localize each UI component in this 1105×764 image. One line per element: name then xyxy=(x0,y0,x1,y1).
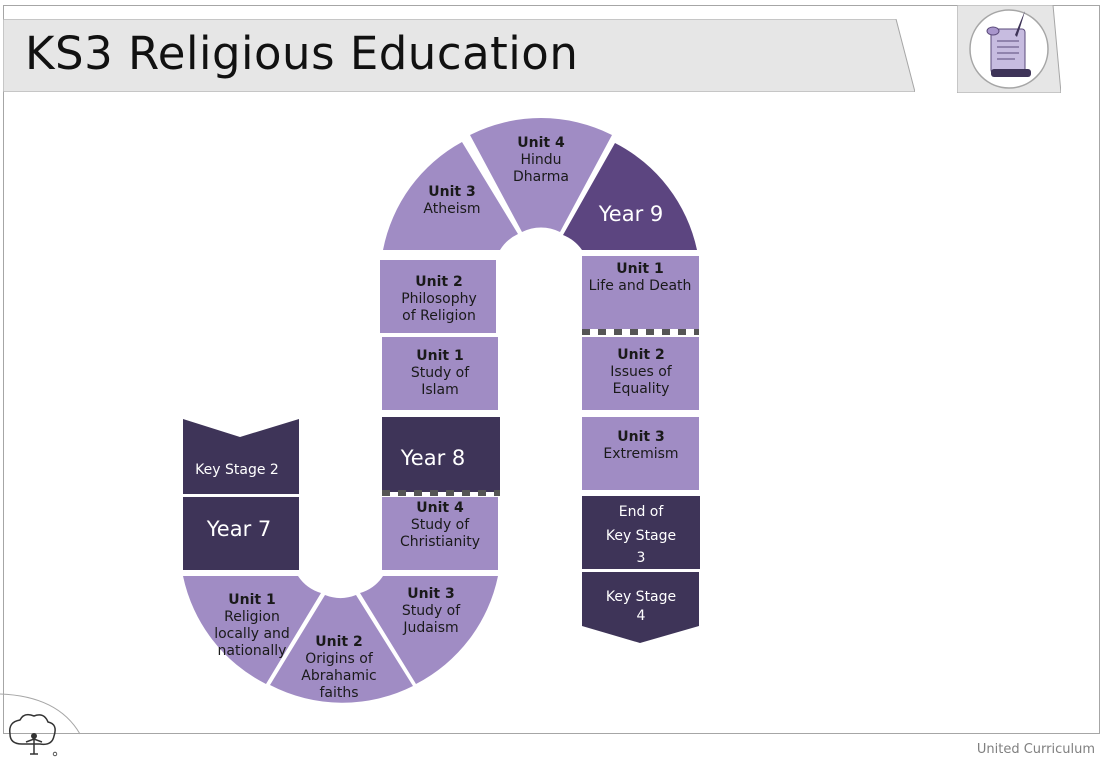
y7u4-line: Study of xyxy=(411,517,470,533)
y8u1-box xyxy=(382,337,498,410)
y8u2-unit: Unit 2 xyxy=(415,274,462,290)
y9u3-line: Extremism xyxy=(603,446,678,462)
eks3-line: Key Stage xyxy=(606,528,676,544)
footer-label: United Curriculum xyxy=(976,742,1095,757)
y7u2-line: Origins of xyxy=(305,651,374,667)
y7u3-line: Judaism xyxy=(402,620,458,636)
y7u4-unit: Unit 4 xyxy=(416,500,464,516)
ks4-line: Key Stage xyxy=(606,589,676,605)
y7u3-segment xyxy=(360,576,498,684)
page-frame xyxy=(3,5,1100,734)
y7u1-unit: Unit 1 xyxy=(228,592,275,608)
y8u3-line: Atheism xyxy=(423,201,480,217)
year7-box xyxy=(183,497,299,570)
y8u1-line: Study of xyxy=(411,365,470,381)
y7u3-unit: Unit 3 xyxy=(407,586,454,602)
eks3-line: End of xyxy=(619,504,665,520)
ks2-label: Key Stage 2 xyxy=(195,462,279,478)
y7u2-line: Abrahamic xyxy=(301,668,376,684)
y7u2-segment xyxy=(270,595,413,703)
y9u1-unit: Unit 1 xyxy=(616,261,663,277)
y7u3-line: Study of xyxy=(402,603,461,619)
ks4-line: 4 xyxy=(637,608,646,624)
ks4-box xyxy=(582,572,699,643)
y9u1-line: Life and Death xyxy=(589,278,692,294)
year7-label: Year 7 xyxy=(206,517,272,541)
year8-box xyxy=(382,417,500,492)
y7u1-line: nationally xyxy=(218,643,287,659)
y8u2-box xyxy=(380,260,496,333)
tree-person-logo-icon xyxy=(0,693,81,757)
y9u2-line: Issues of xyxy=(610,364,673,380)
year9-segment xyxy=(563,143,697,250)
journey-labels: Key Stage 2 Year 7 Unit 1 Religion local… xyxy=(195,135,691,701)
y8u2-line: of Religion xyxy=(402,308,476,324)
title-banner xyxy=(3,19,915,92)
y8u4-line: Dharma xyxy=(513,169,569,185)
y9u2-unit: Unit 2 xyxy=(617,347,664,363)
scroll-quill-icon xyxy=(957,5,1061,93)
ks2-box xyxy=(183,419,299,494)
y7u4-box xyxy=(382,497,498,570)
y8u2-line: Philosophy xyxy=(401,291,477,307)
y9u2-line: Equality xyxy=(613,381,670,397)
y8u3-segment xyxy=(383,142,518,250)
y9u2-box xyxy=(582,337,699,410)
y8u4-line: Hindu xyxy=(520,152,561,168)
y7u1-segment xyxy=(183,576,321,684)
y8u1-unit: Unit 1 xyxy=(416,348,463,364)
y8u3-unit: Unit 3 xyxy=(428,184,475,200)
y7u2-unit: Unit 2 xyxy=(315,634,362,650)
y8u4-segment xyxy=(470,118,612,232)
eks3-line: 3 xyxy=(637,550,646,566)
y8u1-line: Islam xyxy=(421,382,459,398)
y7u1-line: Religion xyxy=(224,609,280,625)
y9u3-box xyxy=(582,417,699,490)
year9-label: Year 9 xyxy=(598,202,664,226)
y9u1-box xyxy=(582,256,699,329)
year8-label: Year 8 xyxy=(400,446,466,470)
eks3-box xyxy=(582,496,700,569)
y7u1-line: locally and xyxy=(214,626,290,642)
y8u4-unit: Unit 4 xyxy=(517,135,565,151)
y7u4-line: Christianity xyxy=(400,534,480,550)
y9u3-unit: Unit 3 xyxy=(617,429,664,445)
y7u2-line: faiths xyxy=(319,685,358,701)
journey-shapes xyxy=(183,118,700,703)
page-title: KS3 Religious Education xyxy=(25,27,579,80)
